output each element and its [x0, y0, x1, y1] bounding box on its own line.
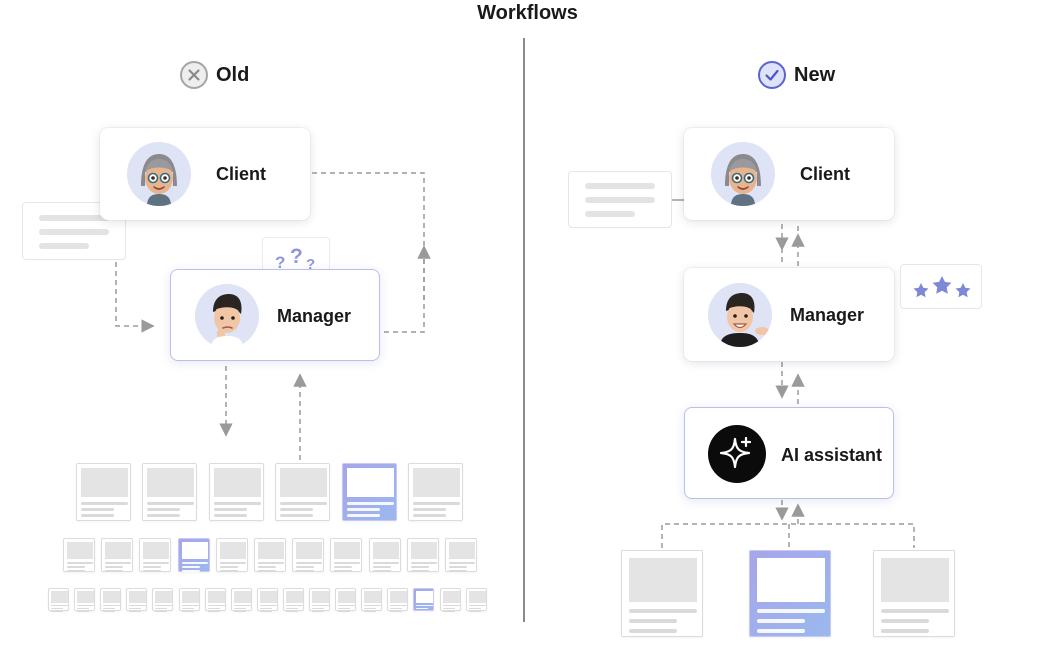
document-thumbnail — [178, 538, 210, 572]
old-heading: Old — [180, 60, 249, 90]
document-thumbnail — [445, 538, 477, 572]
document-thumbnail — [254, 538, 286, 572]
new-heading-label: New — [794, 63, 836, 86]
star-icon — [913, 283, 929, 298]
page-title: Workflows — [477, 2, 578, 24]
document-thumbnail — [101, 538, 133, 572]
document-thumbnail — [231, 588, 252, 612]
document-thumbnail — [216, 538, 248, 572]
column-divider — [523, 38, 525, 622]
svg-text:?: ? — [290, 245, 303, 268]
document-thumbnail — [126, 588, 147, 612]
document-thumbnail — [257, 588, 278, 612]
new-client-card: Client — [684, 128, 894, 220]
star-icon — [955, 283, 971, 298]
old-client-card: Client — [100, 128, 310, 220]
document-thumbnail — [76, 463, 131, 521]
old-manager-card: Manager — [170, 269, 380, 361]
new-heading: New — [758, 60, 835, 90]
new-chat-bubble — [568, 171, 672, 228]
document-thumbnail — [74, 588, 95, 612]
old-chat-bubble — [22, 202, 126, 260]
x-circle-icon — [180, 61, 208, 89]
document-thumbnail — [466, 588, 487, 612]
document-thumbnail — [342, 463, 397, 521]
check-circle-icon — [758, 61, 786, 89]
document-thumbnail — [63, 538, 95, 572]
document-thumbnail — [48, 588, 69, 612]
old-client-label: Client — [216, 164, 267, 184]
document-thumbnail — [749, 550, 831, 637]
new-doc-branch-line — [661, 523, 915, 548]
svg-text:?: ? — [275, 253, 285, 272]
document-thumbnail — [139, 538, 171, 572]
document-thumbnail — [179, 588, 200, 612]
question-marks-icon: ? ? ? — [275, 245, 315, 273]
old-bubble-to-manager-line — [115, 262, 155, 333]
document-thumbnail — [621, 550, 703, 637]
document-thumbnail — [440, 588, 461, 612]
client-avatar — [711, 142, 775, 206]
new-client-label: Client — [800, 164, 851, 184]
document-thumbnail — [100, 588, 121, 612]
document-thumbnail — [330, 538, 362, 572]
document-thumbnail — [407, 538, 439, 572]
document-thumbnail — [335, 588, 356, 612]
document-thumbnail — [152, 588, 173, 612]
new-manager-card: Manager — [684, 268, 894, 361]
svg-text:?: ? — [306, 256, 315, 273]
ai-assistant-card: AI assistant — [684, 407, 894, 499]
document-thumbnail — [361, 588, 382, 612]
sparkle-icon — [708, 425, 766, 483]
client-avatar — [127, 142, 191, 206]
document-thumbnail — [292, 538, 324, 572]
manager-happy-avatar — [708, 283, 772, 347]
old-manager-label: Manager — [277, 306, 352, 326]
document-thumbnail — [142, 463, 197, 521]
document-thumbnail — [873, 550, 955, 637]
document-thumbnail — [309, 588, 330, 612]
document-thumbnail — [283, 588, 304, 612]
rating-bubble — [900, 264, 982, 309]
document-thumbnail — [387, 588, 408, 612]
document-thumbnail — [205, 588, 226, 612]
document-thumbnail — [209, 463, 264, 521]
document-thumbnail — [369, 538, 401, 572]
document-thumbnail — [413, 588, 434, 612]
document-thumbnail — [275, 463, 330, 521]
new-manager-label: Manager — [790, 305, 865, 325]
old-heading-label: Old — [216, 63, 250, 86]
star-icon — [932, 276, 952, 294]
document-thumbnail — [408, 463, 463, 521]
manager-thinking-avatar — [195, 284, 259, 348]
ai-assistant-label: AI assistant — [781, 445, 883, 465]
